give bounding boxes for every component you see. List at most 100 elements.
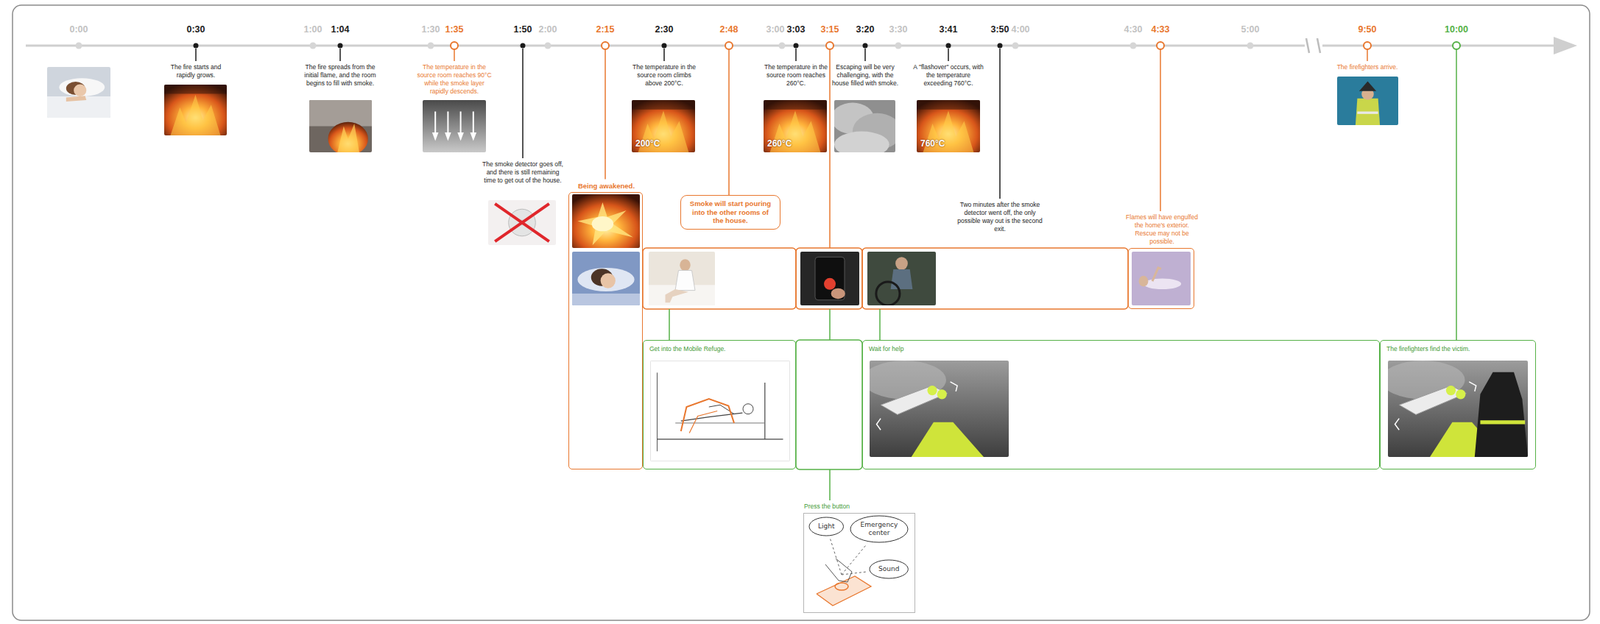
smoke-cloud [834,131,890,153]
ceiling-dark [631,100,696,110]
arm [66,95,87,102]
time-marker [1247,42,1254,50]
time-label: 2:30 [654,24,673,35]
time-label: 3:20 [855,24,874,35]
time-marker [661,43,668,49]
time-label: 2:15 [595,24,615,35]
firefighter [1474,372,1528,458]
ground [1131,251,1191,306]
time-marker [826,41,834,50]
time-marker [1156,41,1165,50]
solution-step-box: Get into the Mobile Refuge. [642,340,796,470]
burst [577,202,633,246]
arrow-head [432,132,439,141]
time-marker [520,43,526,49]
solution-step-box: Wait for help [862,340,1380,470]
arrow-head [444,132,452,141]
time-marker [75,42,83,50]
scenario-panel [862,248,1129,310]
photo-sit [648,251,715,306]
reflective-stripe [1357,111,1378,115]
photo-fallen [1131,251,1191,306]
leader-line [879,309,881,341]
time-label: 3:50 [990,24,1009,35]
sound-wave [1468,382,1477,392]
time-marker [862,43,869,49]
time-marker [895,42,902,50]
time-marker [997,43,1003,49]
light [1455,389,1466,400]
reflective-stripe [1479,420,1525,425]
light [937,389,947,400]
device-body [816,576,872,606]
refuge-device [880,385,948,415]
arrow-head [470,132,478,141]
leader-line [864,48,866,62]
ground [916,100,981,153]
time-marker [1012,42,1020,50]
arrow-head [457,132,464,141]
time-marker [779,42,786,50]
cross [494,203,550,242]
photo-explosion [572,194,640,249]
scenario-frame: Being awakened. [568,192,643,470]
ground [763,100,827,153]
photo-fire [164,84,227,136]
sketch-head [742,404,754,415]
sketch-ellipse [869,560,908,579]
ceiling-dark [916,100,981,110]
light [1446,385,1456,396]
photo-fire2 [309,100,372,153]
box-text: Smoke will start pouring into the other … [686,199,774,226]
leader-line [1366,48,1369,62]
fire [328,122,369,153]
leader-line [195,48,197,62]
event-caption: A "flashover" occurs, with the temperatu… [912,63,985,88]
ceiling-dark [763,100,827,110]
leader-line [339,48,341,62]
legs [665,289,690,303]
sketch-bubble: Light [808,516,844,537]
face [73,83,87,97]
refuge-device [1398,385,1466,415]
leader-line [453,48,456,62]
scenario-panel [795,340,863,470]
blanket [572,293,640,306]
time-label: 9:50 [1357,24,1377,35]
bed [657,438,784,440]
light [927,385,937,396]
body [1143,279,1182,291]
wheel [876,282,900,306]
event-caption: The smoke detector goes off, and there i… [481,160,565,185]
time-label: 3:30 [888,24,908,35]
ceiling-dark [164,84,227,94]
leader-line [728,49,730,196]
box-text: Wait for help [868,345,1374,354]
signal-line [841,545,866,576]
face [600,273,616,288]
button-sketch [816,539,872,606]
photo-wheel [867,251,936,306]
event-caption: The fire starts and rapidly grows. [161,63,230,80]
time-marker [946,43,952,49]
smoke-layer [309,100,372,127]
time-label: 1:35 [444,24,464,35]
photo-fire [631,100,696,153]
time-marker [309,42,317,50]
time-label: 4:00 [1011,24,1031,35]
time-label: 3:00 [765,24,785,35]
ground [422,100,486,153]
photo-phone [800,251,860,306]
arrow-shaft [434,111,436,135]
arm [1152,268,1162,282]
sketch-ellipse [850,516,908,543]
temperature-overlay: 760°C [920,138,946,149]
cross [494,203,550,242]
photo-fire [916,100,981,153]
time-label: 3:03 [786,24,805,35]
arrow-shaft [460,111,462,135]
sketch-note: Light [818,522,835,531]
scenario-panel [642,248,796,310]
